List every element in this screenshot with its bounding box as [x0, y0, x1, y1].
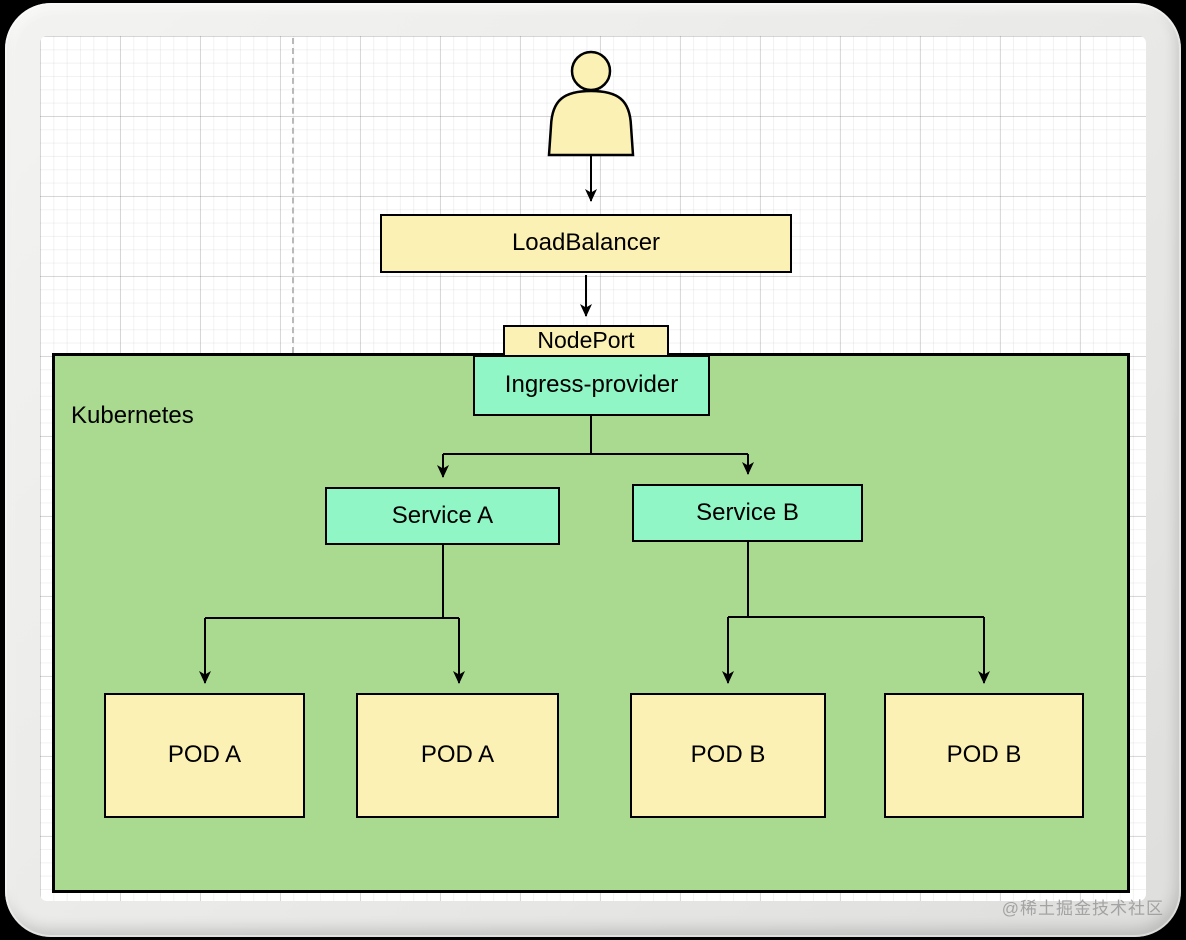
- node-pod-a-1: POD A: [104, 693, 305, 818]
- service-b-label: Service B: [696, 498, 799, 526]
- node-nodeport: NodePort: [503, 325, 669, 357]
- node-ingress-provider: Ingress-provider: [473, 355, 710, 416]
- node-loadbalancer: LoadBalancer: [380, 214, 792, 273]
- kubernetes-label: Kubernetes: [71, 402, 194, 429]
- pod-b-2-label: POD B: [946, 741, 1022, 769]
- node-pod-b-1: POD B: [630, 693, 826, 818]
- nodeport-label: NodePort: [537, 327, 635, 354]
- pod-a-2-label: POD A: [420, 741, 495, 769]
- loadbalancer-label: LoadBalancer: [511, 229, 661, 257]
- node-service-b: Service B: [632, 484, 863, 542]
- page-boundary-guide: [292, 38, 294, 353]
- node-pod-a-2: POD A: [356, 693, 559, 818]
- pod-a-1-label: POD A: [167, 741, 242, 769]
- ingress-provider-label: Ingress-provider: [504, 371, 679, 399]
- service-a-label: Service A: [391, 501, 494, 529]
- node-service-a: Service A: [325, 487, 560, 545]
- watermark: @稀土掘金技术社区: [1001, 899, 1164, 918]
- pod-b-1-label: POD B: [690, 741, 766, 769]
- node-pod-b-2: POD B: [884, 693, 1084, 818]
